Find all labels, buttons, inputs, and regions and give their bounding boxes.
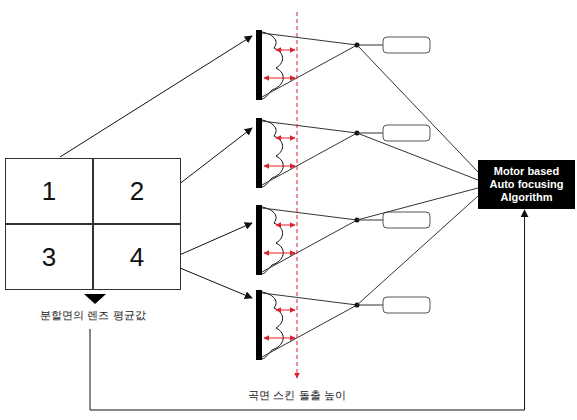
skin-profile bbox=[256, 290, 430, 360]
skin-profile bbox=[256, 205, 430, 275]
mapping-arrow bbox=[180, 268, 252, 298]
pointer-triangle bbox=[84, 294, 106, 304]
skin-profile bbox=[256, 30, 430, 100]
grid-cell: 1 bbox=[5, 158, 93, 224]
feedback-arrow bbox=[90, 210, 525, 410]
axis-label: 곡면 스킨 돌출 높이 bbox=[237, 388, 357, 403]
signal-line bbox=[357, 133, 478, 180]
mapping-arrow bbox=[60, 36, 252, 157]
skin-profile bbox=[256, 118, 430, 188]
signal-line bbox=[357, 196, 478, 305]
cell-number: 1 bbox=[42, 176, 56, 207]
signal-line bbox=[357, 188, 478, 220]
grid-cell: 2 bbox=[93, 158, 181, 224]
signal-line bbox=[357, 45, 478, 172]
grid-cell: 4 bbox=[93, 224, 181, 290]
mapping-arrow bbox=[178, 128, 252, 185]
cell-number: 4 bbox=[130, 242, 144, 273]
cell-number: 2 bbox=[130, 176, 144, 207]
segment-group: 분할면의 렌즈 평균값 1 2 3 4 bbox=[5, 158, 181, 328]
cell-number: 3 bbox=[42, 242, 56, 273]
grid-cell: 3 bbox=[5, 224, 93, 290]
reference-line bbox=[297, 12, 298, 378]
process-box: Motor based Auto focusing Algorithm bbox=[478, 160, 575, 209]
box-label: Motor based Auto focusing Algorithm bbox=[482, 165, 571, 204]
group-caption: 분할면의 렌즈 평균값 bbox=[5, 308, 181, 323]
